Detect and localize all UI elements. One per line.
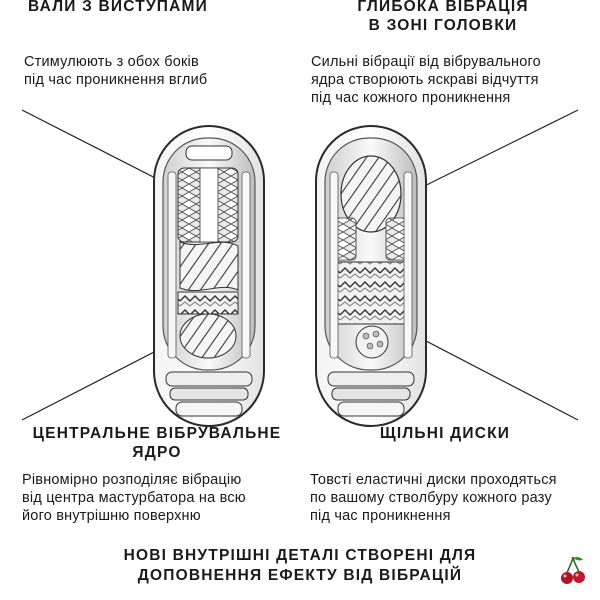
description-line: під час проникнення вглиб (24, 72, 208, 88)
sleeve-cross-section-right (315, 125, 427, 427)
description-line: ядра створюють яскраві відчуття (311, 72, 539, 88)
description-line: по вашому стволбуру кожного разу (310, 490, 552, 506)
callout-lines (21, 109, 579, 421)
description-line: Рівномірно розподіляє вібрацію (22, 472, 242, 488)
footer-tagline: НОВІ ВНУТРІШНІ ДЕТАЛІ СТВОРЕНІ ДЛЯ ДОПОВ… (40, 546, 560, 586)
description-line: від центра мастурбатора на всю (22, 490, 246, 506)
footer-line: ДОПОВНЕННЯ ЕФЕКТУ ВІД ВІБРАЦІЙ (137, 567, 463, 584)
heading-deep-vibration: ГЛИБОКА ВІБРАЦІЯ В ЗОНІ ГОЛОВКИ (308, 0, 578, 35)
heading-dense-discs: ЩІЛЬНІ ДИСКИ (379, 425, 511, 442)
description-line: Стимулюють з обох боків (24, 54, 199, 70)
description-line: під час кожного проникнення (311, 90, 511, 106)
sleeve-cross-section-left (153, 125, 265, 427)
description-line: Сильні вібрації від вібрувального (311, 54, 541, 70)
footer-line: НОВІ ВНУТРІШНІ ДЕТАЛІ СТВОРЕНІ ДЛЯ (123, 547, 477, 564)
heading-line: ЯДРО (132, 444, 182, 461)
description-deep-vibration: Сильні вібрації від вібрувального ядра с… (311, 53, 591, 107)
description-dense-discs: Товсті еластичні диски проходяться по ва… (310, 471, 595, 525)
heading-line: ГЛИБОКА ВІБРАЦІЯ (357, 0, 529, 15)
heading-shafts-with-bumps: ВАЛИ З ВИСТУПАМИ (28, 0, 208, 15)
description-shafts-with-bumps: Стимулюють з обох боків під час проникне… (24, 53, 294, 89)
heading-line: ЦЕНТРАЛЬНЕ ВІБРУВАЛЬНЕ (32, 425, 282, 442)
description-central-vibrating-core: Рівномірно розподіляє вібрацію від центр… (22, 471, 302, 525)
description-line: його внутрішню поверхню (22, 508, 201, 524)
heading-central-vibrating-core: ЦЕНТРАЛЬНЕ ВІБРУВАЛЬНЕ ЯДРО (22, 424, 292, 462)
description-line: Товсті еластичні диски проходяться (310, 472, 557, 488)
description-line: під час проникнення (310, 508, 451, 524)
heading-line: В ЗОНІ ГОЛОВКИ (368, 17, 518, 34)
cherry-icon (561, 556, 585, 584)
